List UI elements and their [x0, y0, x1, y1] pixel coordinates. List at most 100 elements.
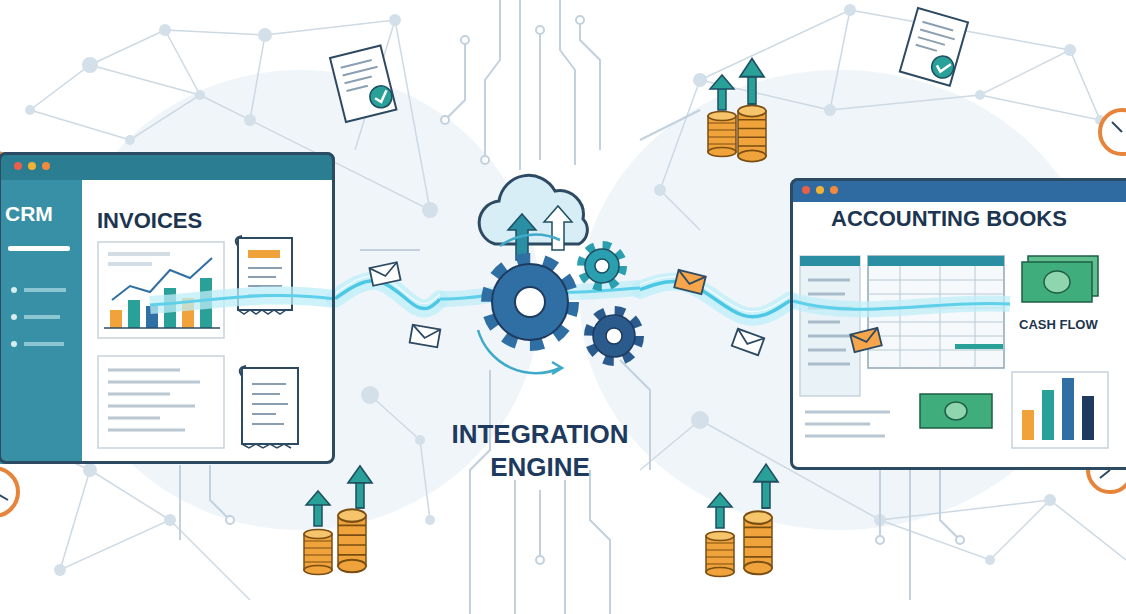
network-node — [824, 104, 836, 116]
invoice-document — [242, 368, 298, 444]
crm-chart — [108, 252, 170, 256]
crm-window — [24, 315, 60, 319]
circuit-trace — [180, 465, 960, 600]
crm-window — [11, 287, 17, 293]
flow-stream — [150, 295, 335, 305]
ledger-spreadsheet — [955, 344, 1003, 349]
circuit-pad — [536, 556, 544, 564]
cloud-icon — [544, 206, 572, 250]
cash-icon — [945, 402, 967, 420]
network-node — [195, 90, 205, 100]
crm-window — [24, 342, 64, 346]
cash-icon — [1022, 262, 1092, 302]
envelope-icon — [369, 262, 400, 285]
gear-icon — [492, 264, 568, 340]
crm-chart — [128, 300, 140, 328]
background-illustration — [710, 75, 734, 110]
ledger-spreadsheet — [808, 280, 852, 364]
network-node — [975, 90, 985, 100]
crm-window — [0, 152, 335, 180]
network-node — [83, 463, 97, 477]
circuit-pad — [226, 16, 964, 564]
envelope-icon — [850, 328, 882, 352]
invoice-document — [248, 250, 280, 258]
background-illustration — [708, 493, 732, 528]
ledger-spreadsheet — [805, 412, 890, 436]
crm-text-panel — [108, 370, 200, 430]
section-heading: INVOICES — [97, 207, 325, 235]
clock-icon — [0, 110, 1126, 516]
cycle-arrow — [500, 235, 560, 246]
envelope-icon — [674, 270, 706, 294]
invoice-document — [252, 384, 288, 424]
background-illustration — [338, 509, 366, 572]
accounting-window — [790, 178, 1126, 202]
accounting-window — [790, 178, 1126, 470]
crm-text-panel — [98, 356, 224, 448]
network-node — [159, 24, 171, 36]
background-illustration — [304, 530, 332, 575]
gear-icon — [595, 259, 609, 273]
accounting-window — [830, 186, 838, 194]
network-node — [415, 435, 425, 445]
network-node — [425, 515, 435, 525]
invoice-document — [242, 444, 291, 448]
accounting-bar-chart — [1022, 410, 1034, 440]
gear-icon — [582, 246, 622, 286]
crm-window — [24, 288, 66, 346]
crm-text-panel — [98, 356, 224, 448]
network-node — [164, 514, 176, 526]
crm-window — [28, 162, 36, 170]
accounting-bar-chart — [1012, 372, 1108, 448]
crm-window — [8, 246, 70, 251]
background-illustration — [754, 464, 778, 508]
flow-line — [335, 281, 440, 309]
flow-highlight — [640, 277, 790, 312]
network-node — [361, 386, 379, 404]
network-node — [125, 135, 135, 145]
accounting-window — [790, 192, 1126, 202]
gear-icon — [488, 260, 572, 344]
circuit-trace — [445, 0, 600, 170]
network-node — [691, 411, 709, 429]
clock-icon — [0, 468, 18, 516]
circuit-trace — [470, 360, 650, 614]
circuit-pad — [461, 36, 469, 44]
cash-icon — [1044, 271, 1070, 293]
background-illustration — [900, 8, 968, 86]
ledger-spreadsheet — [800, 256, 1004, 436]
background-illustration — [330, 45, 396, 122]
cycle-arrow — [478, 235, 562, 374]
background-illustration — [740, 59, 764, 105]
accounting-window — [802, 186, 810, 194]
flow-stream — [150, 288, 1010, 309]
background-illustration — [348, 466, 372, 508]
crm-window — [0, 168, 335, 180]
envelope-icon — [410, 325, 441, 348]
circuit-pad — [226, 516, 234, 524]
cash-icon — [920, 394, 992, 428]
envelope-icon — [674, 270, 706, 294]
envelope-icon — [369, 262, 400, 285]
sidebar-title: CRM — [5, 201, 81, 227]
gear-icon — [488, 246, 638, 360]
circuit-pad — [876, 536, 884, 544]
crm-window — [42, 162, 50, 170]
gear-icon — [606, 328, 622, 344]
network-node — [985, 555, 995, 565]
flow-glow — [640, 282, 790, 317]
envelope-icon — [850, 328, 880, 345]
crm-chart — [110, 310, 122, 328]
background-illustration — [744, 511, 772, 574]
accounting-bar-chart — [1062, 378, 1074, 440]
circuit-pad — [576, 16, 584, 24]
crm-chart — [108, 262, 152, 266]
envelope-icon — [850, 328, 882, 352]
envelope-icon — [410, 325, 441, 348]
network-node — [422, 202, 438, 218]
circuit-pad — [441, 116, 449, 124]
gear-icon — [590, 312, 638, 360]
gear-icon — [593, 315, 635, 357]
